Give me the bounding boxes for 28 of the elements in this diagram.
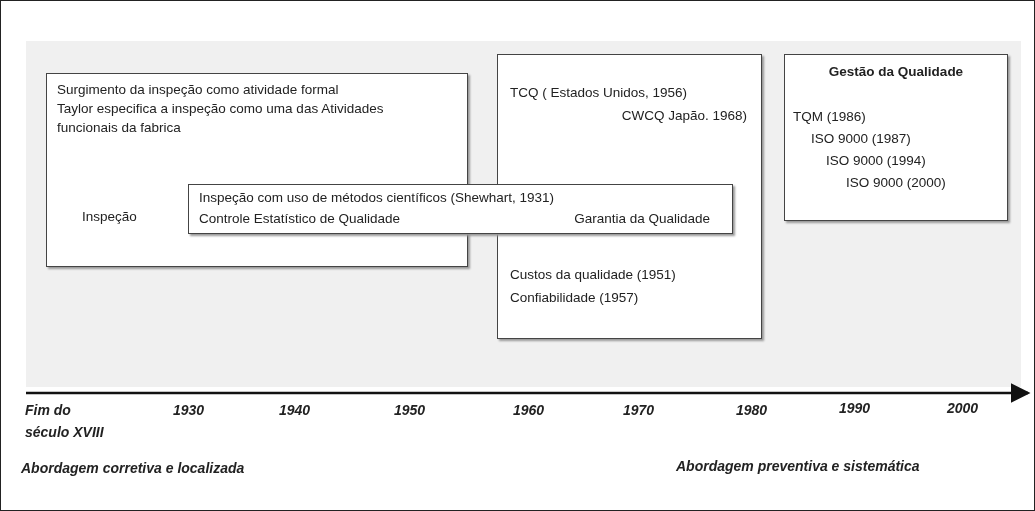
description-text: TCQ ( Estados Unidos, 1956)	[510, 84, 688, 102]
axis-label: 1950	[394, 401, 426, 420]
description-text: ISO 9000 (1987)	[811, 130, 911, 148]
note: Abordagem corretiva e localizada	[21, 459, 245, 478]
description-text: TQM (1986)	[793, 108, 866, 126]
description-text: Controle Estatístico de Qualidade	[199, 210, 401, 228]
note: Abordagem preventiva e sistemática	[676, 457, 920, 476]
description-text: Garantia da Qualidade	[574, 210, 710, 228]
description-text: Confiabilidade (1957)	[510, 289, 639, 307]
axis-label: 1940	[279, 401, 311, 420]
axis-label: 1960	[513, 401, 545, 420]
description-text: Inspeção com uso de métodos científicos (Shewhart, 1931)	[199, 189, 554, 207]
heading: Gestão da Qualidade	[827, 63, 965, 81]
description-text: Taylor especifica a inspeção como uma das Atividades funcionais da fabrica	[57, 100, 385, 137]
description-text: Inspeção	[82, 208, 137, 226]
description-text: Surgimento da inspeção como atividade formal	[57, 81, 339, 99]
text-box	[784, 54, 1008, 221]
description-text: ISO 9000 (1994)	[826, 152, 926, 170]
axis-label: 1990	[839, 399, 871, 418]
description-text: Custos da qualidade (1951)	[510, 266, 676, 284]
axis-label: 1980	[736, 401, 768, 420]
description-text: CWCQ Japão. 1968)	[621, 107, 747, 125]
axis-label: Fim do século XVIII	[25, 401, 105, 442]
axis-label: 2000	[947, 399, 979, 418]
text-box	[188, 184, 733, 234]
axis-label: 1930	[173, 401, 205, 420]
axis-label: 1970	[623, 401, 655, 420]
description-text: ISO 9000 (2000)	[846, 174, 946, 192]
